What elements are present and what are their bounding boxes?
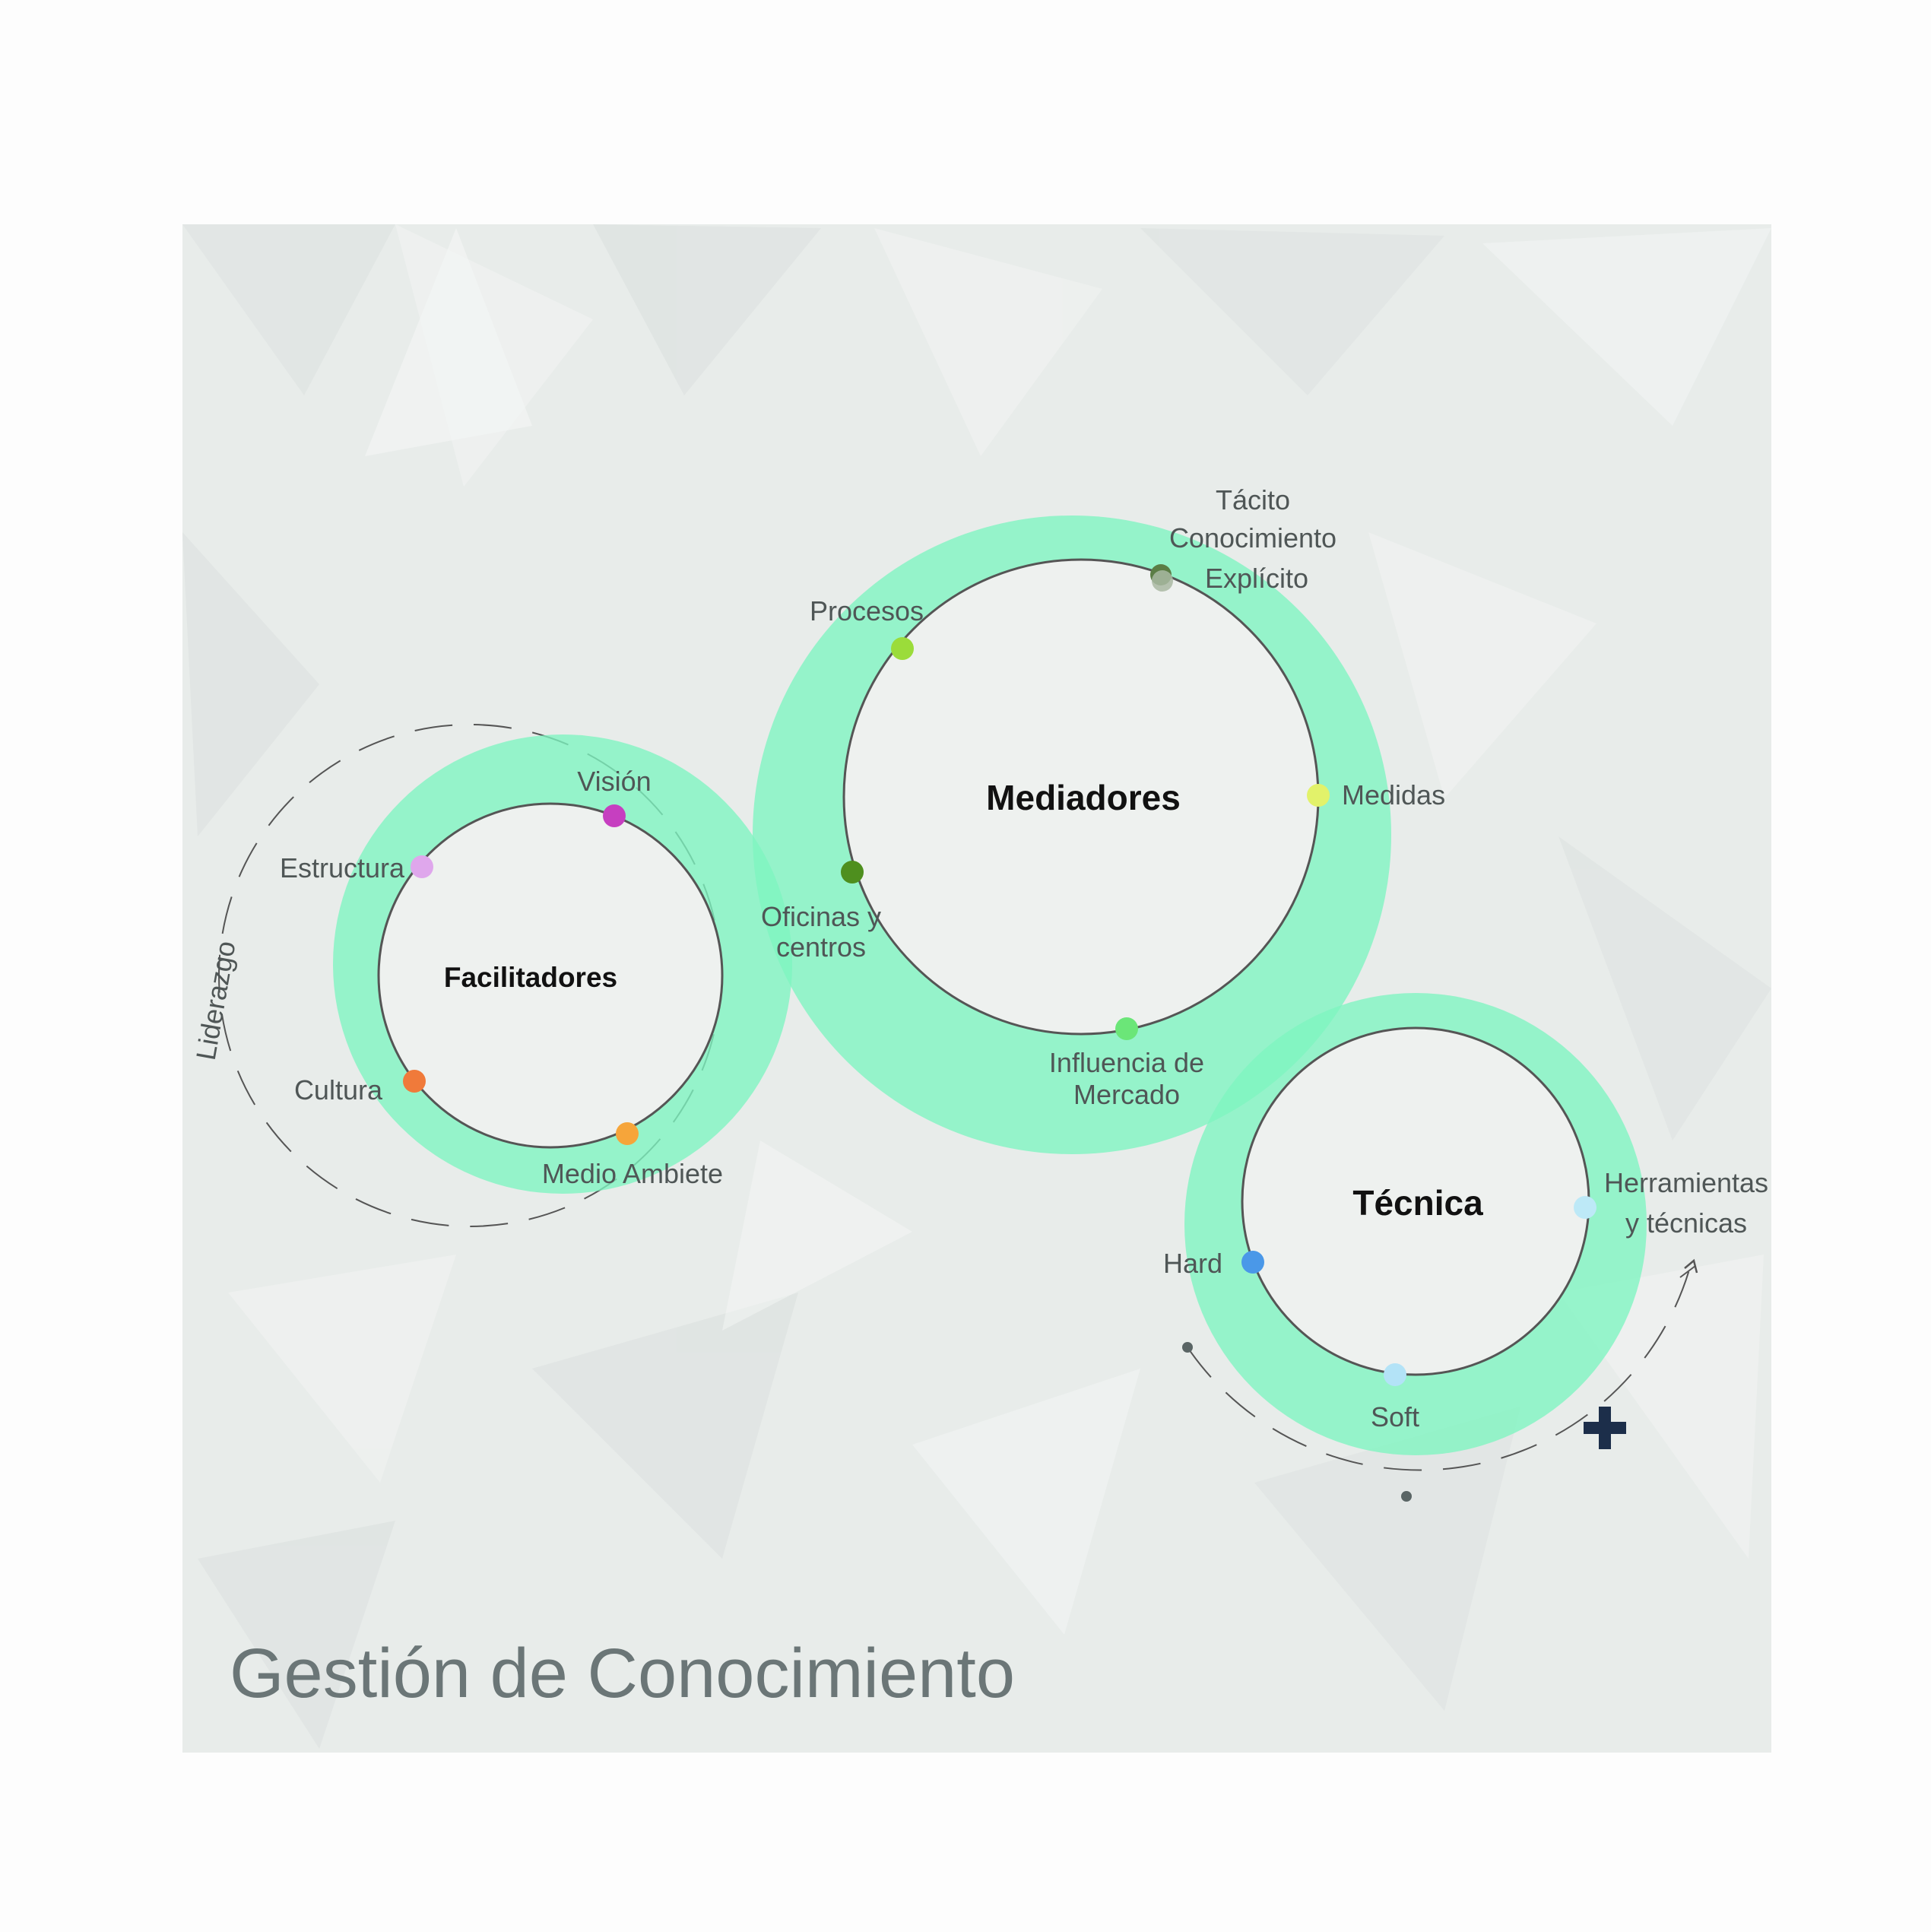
label-conocimiento: Conocimiento [1169, 522, 1336, 554]
center-label-tecnica: Técnica [1352, 1183, 1483, 1223]
node-procesos [891, 637, 914, 660]
label-oficinas-line2: centros [776, 931, 866, 963]
node-vision [603, 804, 626, 827]
label-vision: Visión [577, 766, 651, 797]
plus-icon [1584, 1407, 1626, 1449]
label-influencia-line1: Influencia de [1049, 1047, 1204, 1078]
node-estructura [411, 855, 433, 878]
node-cultura [403, 1070, 426, 1093]
label-herramientas-line2: y técnicas [1625, 1207, 1747, 1239]
label-influencia-line2: Mercado [1073, 1079, 1180, 1110]
center-label-facilitadores: Facilitadores [444, 962, 617, 993]
tecnica-dashed-arc [1187, 1269, 1690, 1471]
arc-dot-bottom [1401, 1491, 1412, 1502]
node-medidas [1307, 784, 1330, 807]
tecnica-arc-arrow [1679, 1265, 1696, 1278]
label-medio-ambiente: Medio Ambiete [542, 1158, 723, 1189]
label-medidas: Medidas [1342, 779, 1445, 811]
node-medio-ambiente [616, 1122, 639, 1145]
center-label-mediadores: Mediadores [986, 778, 1181, 817]
arc-dot-start [1182, 1342, 1193, 1353]
label-estructura: Estructura [280, 852, 405, 884]
arrow-head-icon [1684, 1258, 1698, 1274]
node-herramientas [1574, 1196, 1596, 1219]
label-soft: Soft [1371, 1401, 1419, 1432]
label-oficinas-line1: Oficinas y [761, 901, 881, 932]
node-explicito [1152, 570, 1173, 592]
node-soft [1384, 1363, 1406, 1386]
page-title: Gestión de Conocimiento [230, 1635, 1015, 1712]
label-tacito: Tácito [1216, 484, 1290, 516]
label-cultura: Cultura [294, 1074, 383, 1106]
label-procesos: Procesos [810, 595, 924, 627]
node-influencia [1115, 1017, 1138, 1040]
facilitadores-inner [377, 802, 724, 1149]
label-hard: Hard [1163, 1248, 1222, 1279]
label-herramientas-line1: Herramientas [1604, 1167, 1768, 1198]
node-hard [1241, 1251, 1264, 1274]
node-oficinas [841, 861, 864, 884]
label-explicito: Explícito [1205, 563, 1308, 594]
